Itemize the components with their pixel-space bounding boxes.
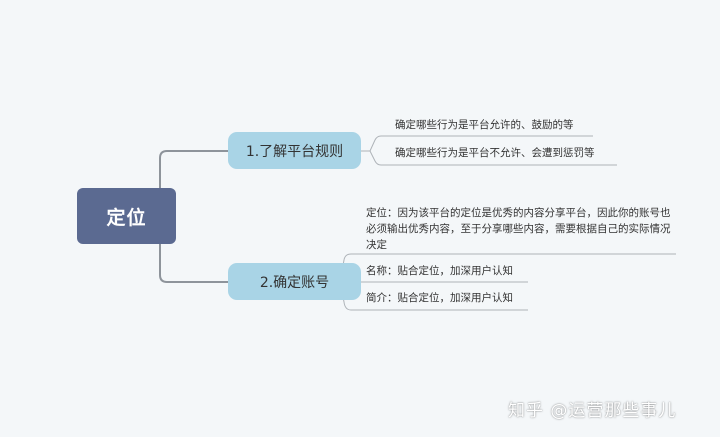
leaf-positioning[interactable]: 定位：因为该平台的定位是优秀的内容分享平台，因此你的账号也必须输出优秀内容，至于… [366,207,671,251]
watermark: 知乎 @运营那些事儿 [508,401,677,421]
connector-branch1-leaf2 [361,150,617,166]
connector-branch2-leaf3 [332,281,528,311]
leaf-allowed-behaviors[interactable]: 确定哪些行为是平台允许的、鼓励的等 [395,119,574,131]
leaf-forbidden-behaviors[interactable]: 确定哪些行为是平台不允许、会遭到惩罚等 [395,147,595,159]
connector-root-branch1 [159,150,228,188]
leaf-name[interactable]: 名称：贴合定位，加深用户认知 [366,265,513,277]
branch-node-platform-rules[interactable]: 1.了解平台规则 [228,132,361,169]
leaf-intro[interactable]: 简介：贴合定位，加深用户认知 [366,292,513,304]
branch-node-account[interactable]: 2.确定账号 [228,263,361,300]
root-label: 定位 [106,206,147,229]
connector-branch2-leaf1 [332,253,676,283]
branch-label: 2.确定账号 [259,274,330,291]
root-node[interactable]: 定位 [77,188,176,244]
connector-branch1-leaf1 [361,135,593,152]
branch-label: 1.了解平台规则 [245,143,344,160]
connector-root-branch2 [159,244,228,283]
